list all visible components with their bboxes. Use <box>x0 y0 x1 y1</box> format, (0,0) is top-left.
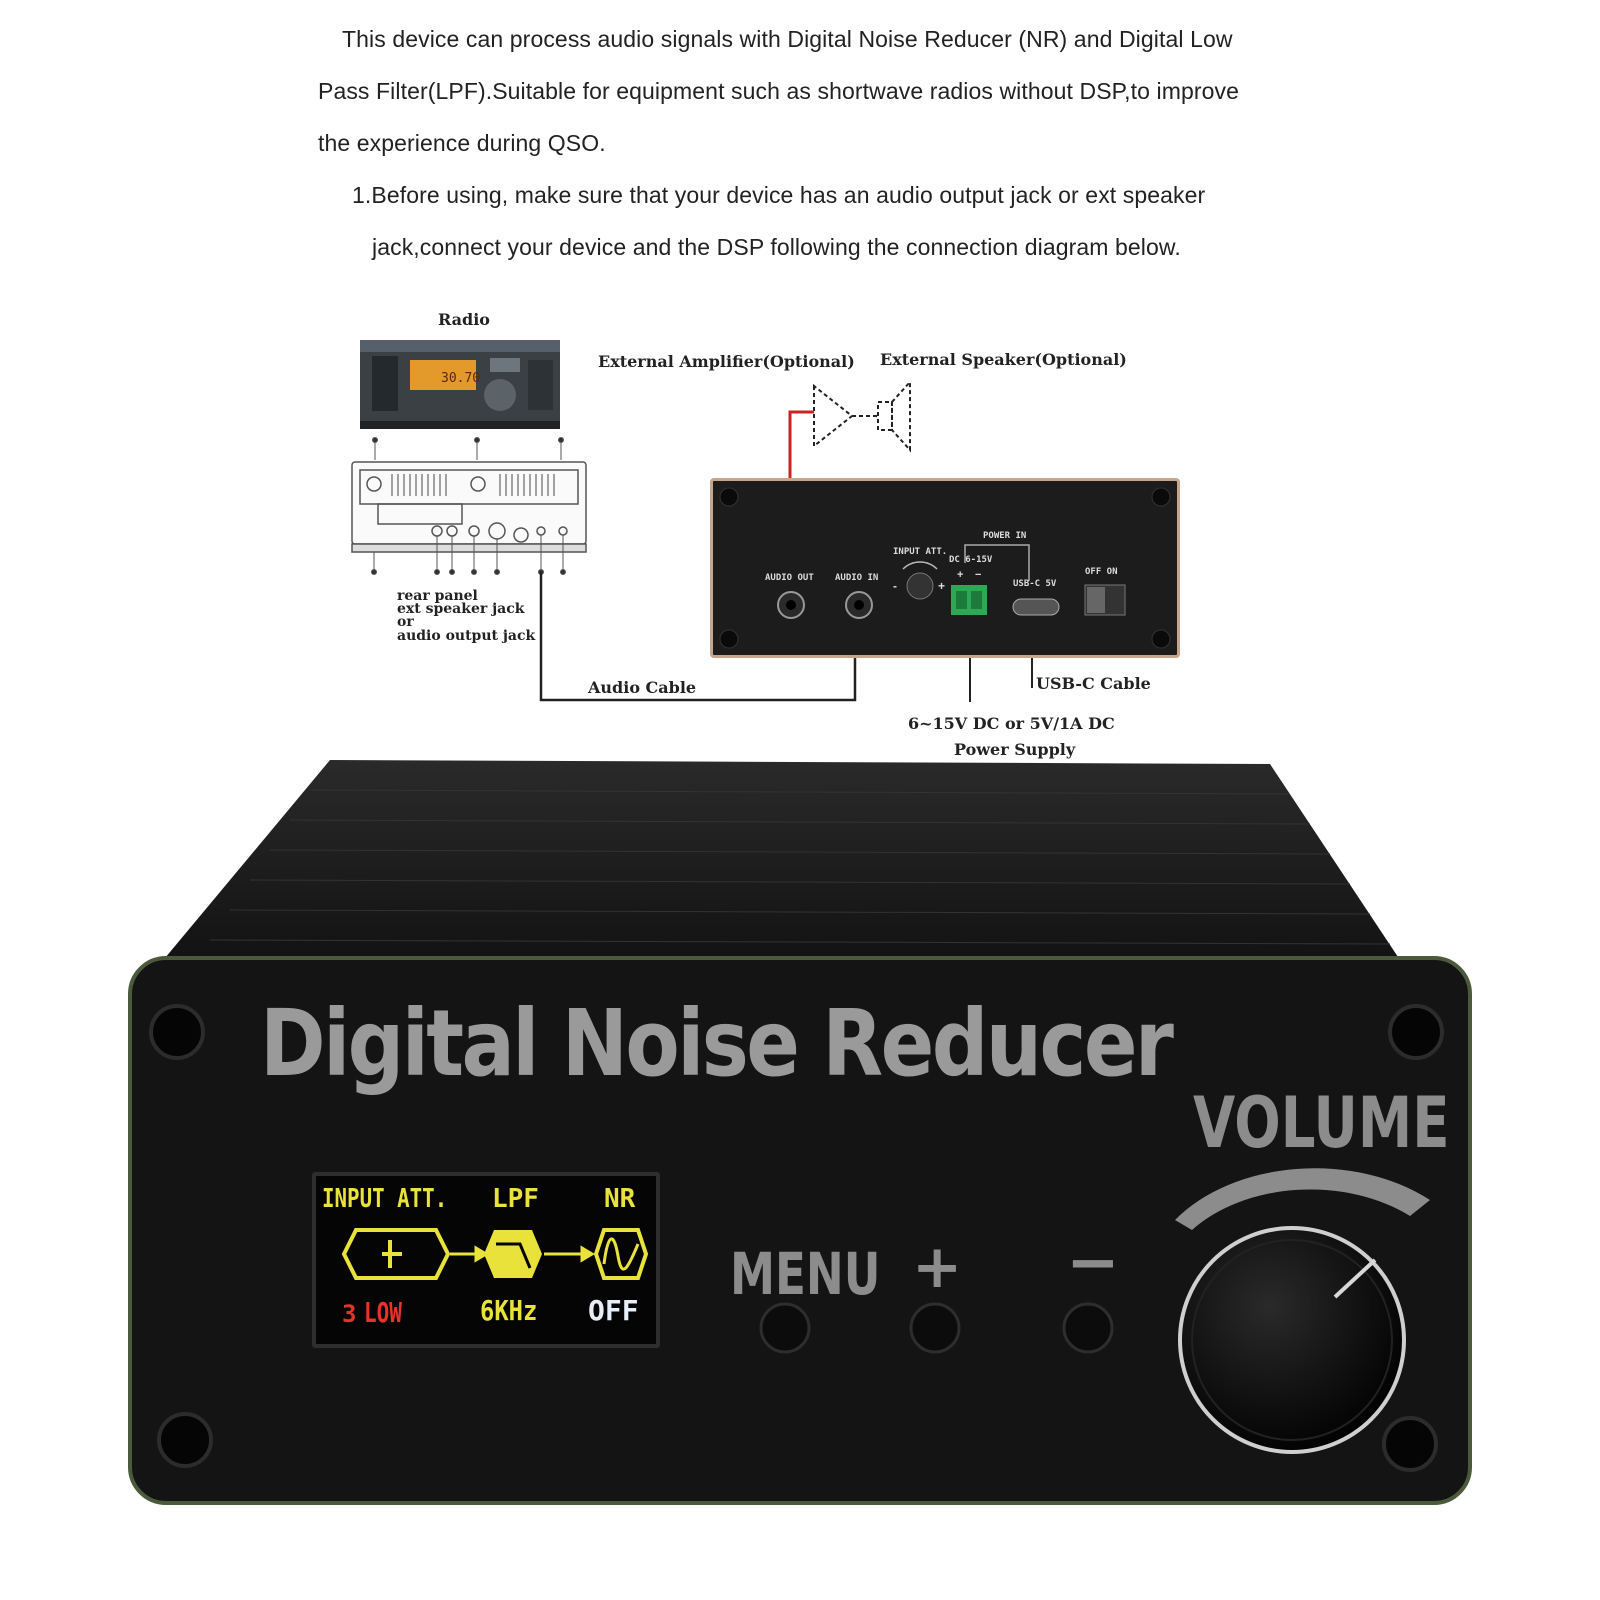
panel-att-plus: + <box>938 579 946 593</box>
oled-screen: INPUT ATT. LPF NR 3 LOW 6KHz OFF <box>312 1172 660 1348</box>
speaker-symbol <box>852 379 911 453</box>
volume-knob[interactable] <box>1178 1226 1406 1454</box>
menu-label: MENU <box>730 1240 881 1308</box>
arrow-right-icon-2 <box>544 1245 595 1263</box>
intro-line-3: the experience during QSO. <box>318 130 606 156</box>
enclosure-ridges <box>209 789 1391 945</box>
minus-label: − <box>1066 1226 1120 1300</box>
front-screws <box>149 1004 1444 1472</box>
radio-rear-panel <box>351 461 587 553</box>
volume-arc <box>1175 1168 1430 1230</box>
panel-usb-c: USB-C 5V <box>1013 579 1057 589</box>
power-supply-label-2: Power Supply <box>954 740 1076 759</box>
rear-panel-label-2: ext speaker jack <box>397 601 525 617</box>
noise-reduction-icon <box>593 1228 649 1280</box>
screen-lpf-label: LPF <box>492 1184 539 1214</box>
panel-audio-out: AUDIO OUT <box>765 573 814 583</box>
screen-nr-label: NR <box>604 1184 636 1214</box>
minus-button[interactable] <box>1064 1304 1112 1352</box>
radio-display-text: 30.70 <box>441 371 480 386</box>
screen-att-mode: LOW <box>364 1296 402 1329</box>
connection-diagram: 30.70 <box>0 290 1600 770</box>
panel-input-att: INPUT ATT. <box>893 547 948 557</box>
panel-att-minus: - <box>893 579 897 593</box>
intro-line-5: jack,connect your device and the DSP fol… <box>372 234 1181 260</box>
button-bodies <box>759 1302 1114 1354</box>
device-front-view <box>128 760 1472 1505</box>
amplifier-symbol <box>813 383 854 449</box>
dsp-rear-panel: AUDIO OUT AUDIO IN INPUT ATT. - + POWER … <box>710 478 1180 658</box>
radio-rear-vents <box>391 474 555 496</box>
panel-dc-minus: − <box>975 569 982 581</box>
rear-panel-label-1: rear panel <box>397 588 478 604</box>
panel-power-in: POWER IN <box>983 531 1027 541</box>
speaker-label: External Speaker(Optional) <box>880 350 1127 369</box>
intro-line-4: 1.Before using, make sure that your devi… <box>352 182 1206 208</box>
plus-button[interactable] <box>911 1304 959 1352</box>
panel-off-on: OFF ON <box>1085 567 1118 577</box>
panel-audio-in: AUDIO IN <box>835 573 879 583</box>
device-title: Digital Noise Reducer <box>260 990 1174 1097</box>
screen-lpf-value: 6KHz <box>480 1294 538 1327</box>
front-panel <box>128 956 1472 1505</box>
volume-label: VOLUME <box>1193 1082 1450 1164</box>
menu-button[interactable] <box>761 1304 809 1352</box>
plus-label: + <box>912 1232 963 1302</box>
intro-line-1: This device can process audio signals wi… <box>342 26 1233 52</box>
usb-cable-label: USB-C Cable <box>1036 674 1151 693</box>
panel-dc-plus: + <box>957 569 964 581</box>
radio-label: Radio <box>438 310 490 329</box>
audio-cable-label: Audio Cable <box>588 678 697 697</box>
attenuator-icon <box>341 1228 451 1280</box>
screen-input-att-label: INPUT ATT. <box>322 1184 448 1214</box>
rear-panel-label-3: or <box>397 614 414 630</box>
lowpass-icon <box>484 1230 542 1278</box>
intro-line-2: Pass Filter(LPF).Suitable for equipment … <box>318 78 1240 104</box>
amplifier-label: External Amplifier(Optional) <box>598 352 855 371</box>
screen-att-level: 3 <box>342 1300 357 1328</box>
diagram-drawing: 30.70 <box>351 340 1033 702</box>
screen-nr-value: OFF <box>588 1294 639 1327</box>
panel-dc-range: DC 6-15V <box>949 555 993 565</box>
power-supply-label-1: 6~15V DC or 5V/1A DC <box>908 714 1115 733</box>
arrow-right-icon <box>450 1245 489 1263</box>
radio-image <box>360 340 560 429</box>
screen-signal-chain <box>341 1228 649 1280</box>
radio-leader-lines <box>371 437 566 575</box>
rear-panel-label-4: audio output jack <box>397 628 536 644</box>
